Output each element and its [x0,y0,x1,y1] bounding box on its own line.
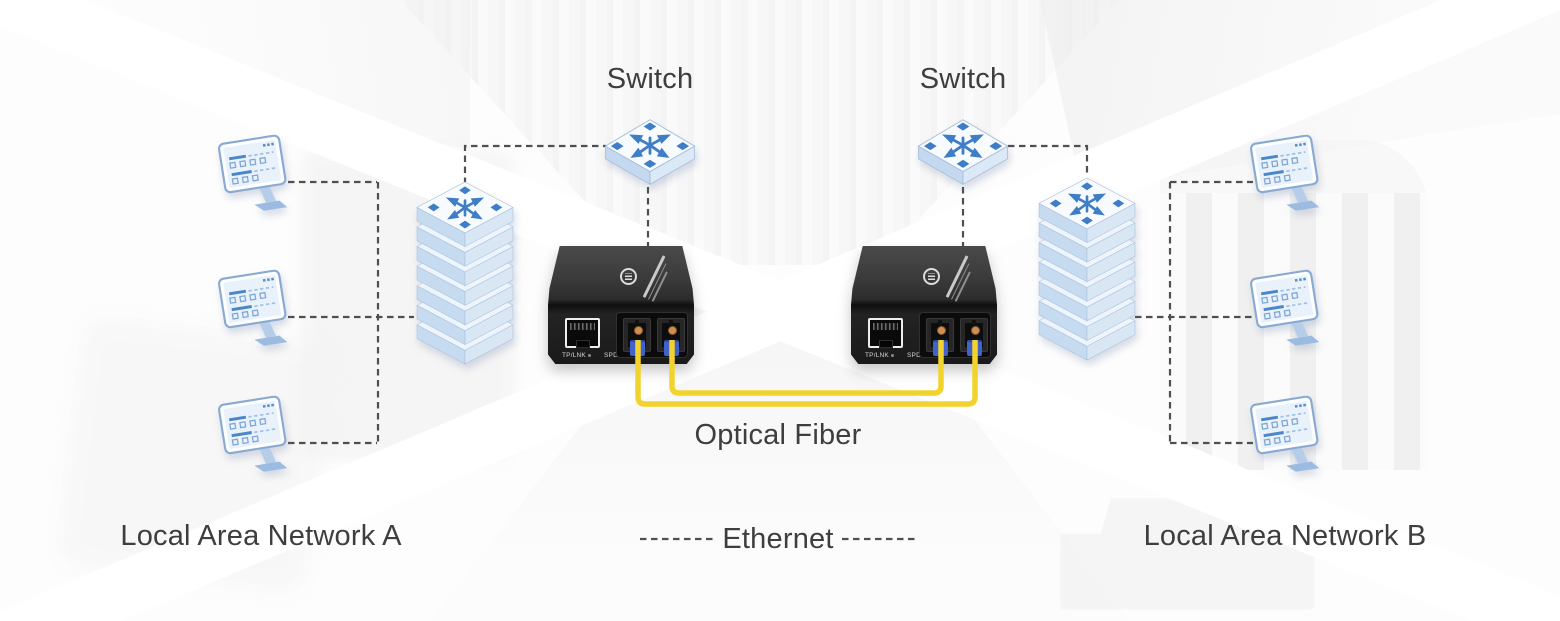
converter-front-panel: TP/LNK SPD [548,306,694,364]
rj45-port [565,318,600,348]
media-converter-left: TP/LNK SPD [548,246,694,364]
sc-connector [932,340,948,356]
network-switch-icon [600,115,700,199]
network-switch-icon [913,115,1013,199]
lan-a-switch-stack [414,180,516,366]
lan-a-computer-3 [218,394,294,482]
switch-right-label: Switch [919,63,1007,95]
media-converter-right: TP/LNK SPD [851,246,997,364]
tp-lnk-led-label: TP/LNK [865,352,894,359]
lan-b-computer-3 [1250,394,1326,482]
switch-stack-icon [414,180,516,366]
vendor-logo-icon [620,268,637,285]
converter-front-panel: TP/LNK SPD [851,306,997,364]
sc-connector [663,340,679,356]
tp-lnk-led [587,353,591,357]
sc-connector [629,340,645,356]
lan-a-computer-2 [218,268,294,356]
tp-lnk-led-label: TP/LNK [562,352,591,359]
switch-stack-icon [1036,176,1138,362]
switch-left-label: Switch [606,63,694,95]
fiber-ferrule [667,326,677,335]
fiber-port-rx [657,318,685,356]
sc-duplex-fiber-port [919,312,991,358]
lan-b-switch-stack [1036,176,1138,362]
sc-connector [966,340,982,356]
desktop-monitor-icon [218,394,294,482]
desktop-monitor-icon [1250,268,1326,356]
fiber-ferrule [633,326,643,335]
fiber-ferrule [970,326,980,335]
tp-lnk-led [890,353,894,357]
fiber-port-tx [926,318,954,356]
ethernet-label: Ethernet [722,523,834,555]
vendor-logo-icon [923,268,940,285]
sc-duplex-fiber-port [616,312,688,358]
rj45-port [868,318,903,348]
fiber-ferrule [936,326,946,335]
lan-a-computer-1 [218,133,294,221]
lan-b-computer-1 [1250,133,1326,221]
lan-b-label: Local Area Network B [1143,520,1427,552]
lan-b-computer-2 [1250,268,1326,356]
desktop-monitor-icon [1250,133,1326,221]
desktop-monitor-icon [218,268,294,356]
switch-right [913,115,1013,199]
fiber-port-tx [623,318,651,356]
desktop-monitor-icon [218,133,294,221]
switch-left [600,115,700,199]
desktop-monitor-icon [1250,394,1326,482]
lan-a-label: Local Area Network A [120,520,402,552]
fiber-port-rx [960,318,988,356]
optical-fiber-label: Optical Fiber [694,419,862,451]
